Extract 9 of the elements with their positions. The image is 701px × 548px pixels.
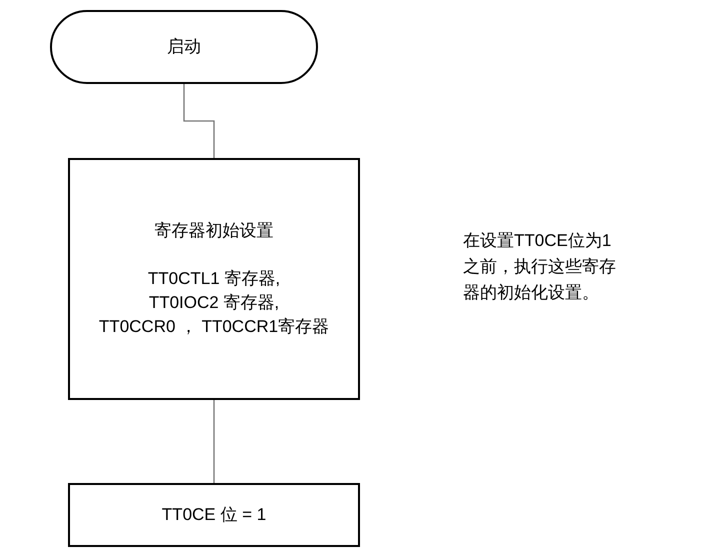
node-text: 启动 <box>167 36 201 58</box>
connector-line <box>183 84 215 158</box>
note-text: 在设置TT0CE位为1之前，执行这些寄存器的初始化设置。 <box>463 230 617 304</box>
node-body-text: TT0CTL1 寄存器, TT0IOC2 寄存器, TT0CCR0 ， TT0CCR1寄存器 <box>98 268 330 338</box>
node-text: 寄存器初始设置 <box>154 220 274 242</box>
process-box <box>68 158 360 400</box>
node-text: TT0CE 位 = 1 <box>162 504 266 526</box>
connector-line <box>213 400 215 483</box>
process-box <box>68 483 360 547</box>
